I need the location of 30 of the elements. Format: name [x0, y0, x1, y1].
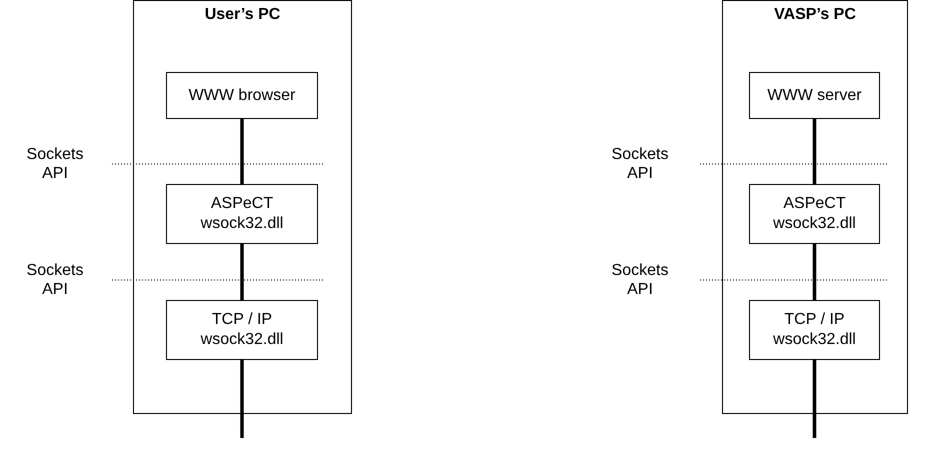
interface-label: Sockets API: [26, 261, 84, 299]
software-layer-box: [749, 184, 880, 244]
layer-label: WWW browser: [188, 86, 296, 106]
connection-line: [240, 119, 244, 184]
interface-label: Sockets API: [610, 145, 670, 183]
interface-label: Sockets API: [26, 145, 84, 183]
layer-label: TCP / IP: [212, 310, 272, 330]
software-layer-box: [166, 72, 318, 119]
frame-title: VASP’s PC: [774, 5, 856, 25]
layer-label: WWW server: [767, 86, 862, 106]
software-layer-box: [166, 300, 318, 360]
connection-line: [240, 360, 244, 438]
layer-label: ASPeCT: [783, 194, 846, 214]
connection-line: [240, 244, 244, 300]
software-layer-box: [749, 72, 880, 119]
software-layer-box: [749, 300, 880, 360]
layer-label: wsock32.dll: [773, 214, 856, 234]
layer-label: TCP / IP: [784, 310, 845, 330]
layer-label: wsock32.dll: [773, 330, 856, 350]
software-layer-box: [166, 184, 318, 244]
interface-label: Sockets API: [610, 261, 670, 299]
connection-line: [812, 119, 816, 184]
layer-label: wsock32.dll: [200, 330, 284, 350]
connection-line: [812, 244, 816, 300]
connection-line: [812, 360, 816, 438]
computer-frame: [133, 0, 352, 414]
layer-label: wsock32.dll: [200, 214, 284, 234]
layer-label: ASPeCT: [210, 194, 274, 214]
computer-frame: [722, 0, 908, 414]
frame-title: User’s PC: [204, 5, 280, 25]
